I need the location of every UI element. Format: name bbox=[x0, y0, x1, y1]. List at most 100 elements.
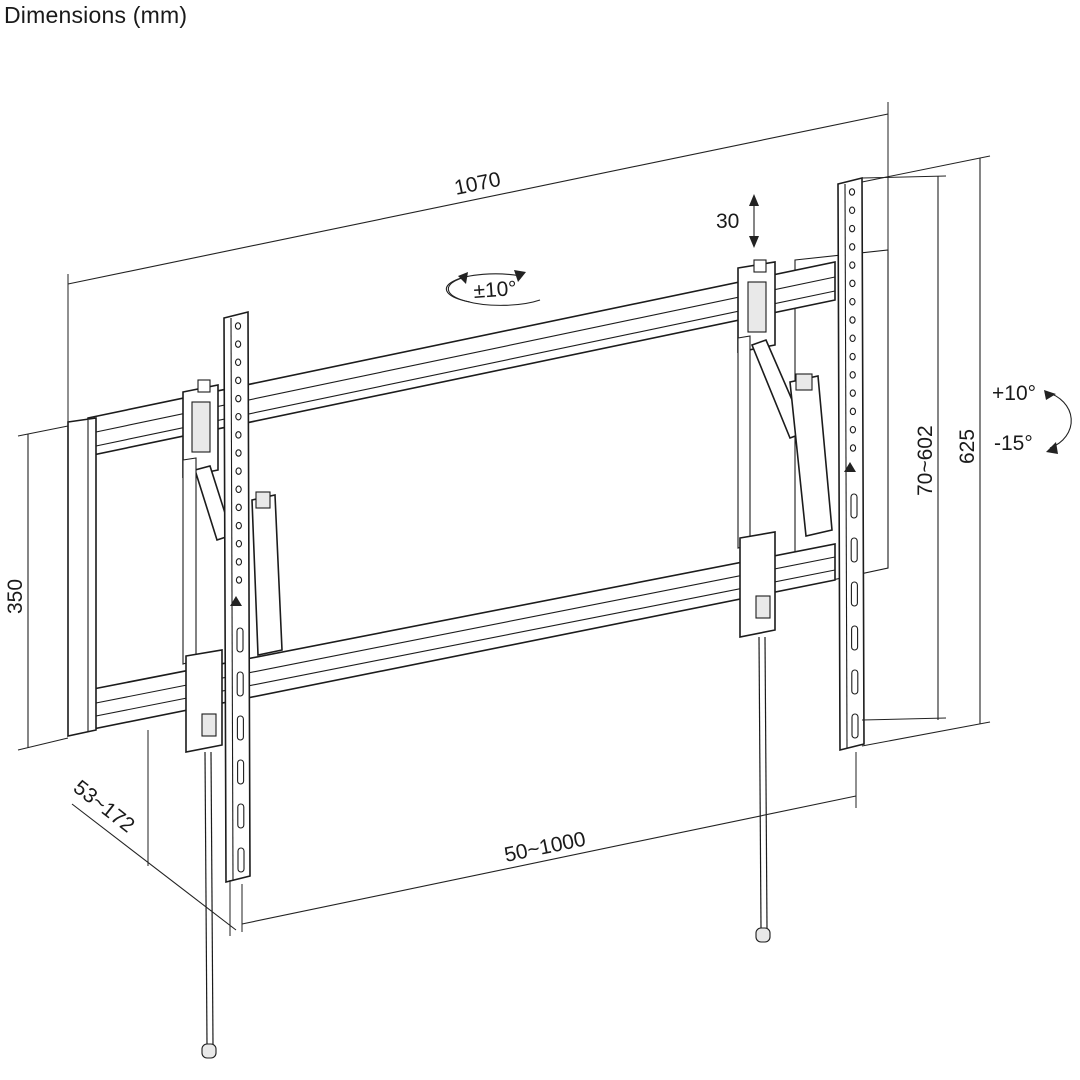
mounting-hole bbox=[848, 206, 856, 215]
dim-frame-height: 350 bbox=[4, 425, 69, 751]
mounting-hole bbox=[849, 425, 857, 434]
right-arm-holes bbox=[848, 188, 857, 452]
mounting-hole bbox=[235, 412, 242, 421]
dim-level-adjust: ±10° bbox=[445, 270, 541, 306]
dim-frame-height-label: 350 bbox=[4, 579, 27, 614]
mounting-hole bbox=[848, 224, 856, 233]
right-lower-hook bbox=[739, 531, 776, 638]
left-tilt-mechanism bbox=[182, 379, 283, 753]
left-cord bbox=[204, 751, 208, 1046]
left-arm-frame bbox=[182, 457, 197, 665]
left-upper-hook-slot bbox=[191, 401, 211, 453]
left-piston-cap bbox=[255, 491, 271, 509]
rotate-arrow-icon bbox=[458, 272, 468, 284]
mounting-hole bbox=[235, 431, 242, 439]
mounting-slot bbox=[851, 713, 859, 739]
mounting-hole bbox=[235, 503, 242, 512]
ext-bottom bbox=[17, 737, 69, 751]
right-cord-inner bbox=[764, 636, 768, 929]
right-arm-frame bbox=[737, 335, 751, 549]
mounting-slot bbox=[237, 803, 245, 829]
mounting-slot bbox=[850, 537, 858, 563]
left-upper-knob bbox=[197, 379, 211, 393]
dim-bracket-height-label: 625 bbox=[956, 429, 979, 464]
left-end-cap bbox=[67, 417, 97, 737]
right-cord-pull bbox=[755, 927, 771, 943]
dim-level-adjust-label: ±10° bbox=[473, 277, 518, 303]
right-vertical-arm bbox=[837, 176, 865, 752]
up-arrow-icon bbox=[844, 462, 856, 472]
top-rail-edge-inner bbox=[95, 290, 836, 447]
mounting-slot bbox=[851, 669, 859, 695]
right-arm-slots bbox=[850, 493, 859, 739]
dim-vesa-vertical-label: 70~602 bbox=[914, 425, 937, 496]
dim-line bbox=[71, 803, 237, 931]
right-upper-hook-slot bbox=[747, 281, 767, 333]
dim-height-adjust: 30 bbox=[716, 194, 759, 248]
mounting-hole bbox=[235, 467, 242, 475]
mounting-hole bbox=[235, 485, 242, 494]
dim-vesa-vertical: 70~602 bbox=[861, 175, 947, 721]
mounting-hole bbox=[849, 261, 856, 269]
left-arm-holes bbox=[234, 322, 243, 584]
wall-plate bbox=[67, 249, 889, 737]
rotate-arrow-icon bbox=[514, 270, 526, 282]
dim-vesa-horizontal: 50~1000 bbox=[241, 752, 857, 932]
mounting-hole bbox=[235, 576, 243, 584]
tilt-arrow-down-icon bbox=[1046, 442, 1058, 454]
dim-bracket-height: 625 bbox=[861, 155, 991, 747]
top-rail-edge bbox=[95, 276, 836, 433]
right-piston-cap bbox=[795, 373, 813, 391]
right-tilt-mechanism bbox=[737, 259, 833, 638]
left-arm-body bbox=[223, 310, 251, 884]
mounting-slot bbox=[236, 715, 244, 741]
dim-tilt-down-label: -15° bbox=[994, 432, 1033, 455]
left-safety-lock bbox=[201, 713, 217, 737]
mounting-hole bbox=[235, 449, 242, 457]
mounting-slot bbox=[850, 493, 858, 519]
mounting-hole bbox=[849, 444, 857, 452]
mounting-hole bbox=[849, 243, 856, 251]
right-cord bbox=[758, 636, 762, 929]
tilt-arrow-up-icon bbox=[1044, 390, 1056, 400]
ext-top bbox=[17, 425, 69, 437]
left-arm-slots bbox=[236, 627, 245, 873]
left-cord-inner bbox=[210, 751, 214, 1046]
mounting-hole bbox=[849, 371, 856, 379]
left-cord-pull bbox=[201, 1043, 217, 1059]
dim-tilt: +10° -15° bbox=[992, 382, 1072, 455]
up-arrow-icon bbox=[230, 596, 242, 606]
mounting-slot bbox=[850, 581, 858, 607]
mounting-hole bbox=[235, 376, 242, 385]
mounting-hole bbox=[235, 539, 243, 548]
left-piston bbox=[251, 494, 283, 656]
right-upper-knob bbox=[753, 259, 767, 273]
arrow-down-icon bbox=[749, 236, 759, 248]
mounting-hole bbox=[235, 521, 242, 530]
mounting-slot bbox=[236, 627, 244, 653]
right-safety-lock bbox=[755, 595, 771, 619]
safety-cords bbox=[201, 636, 771, 1059]
mounting-hole bbox=[849, 297, 856, 306]
mounting-hole bbox=[849, 316, 856, 324]
mounting-slot bbox=[237, 847, 245, 873]
rotate-arc-lower bbox=[445, 273, 521, 303]
left-vertical-arm bbox=[223, 310, 251, 884]
dim-line bbox=[241, 795, 857, 925]
mounting-hole bbox=[849, 407, 857, 416]
mounting-slot bbox=[236, 671, 244, 697]
left-arm-edge bbox=[230, 317, 234, 881]
mounting-hole bbox=[849, 279, 856, 288]
left-lower-hook bbox=[185, 649, 223, 753]
mounting-hole bbox=[235, 558, 243, 566]
mounting-hole bbox=[234, 340, 242, 348]
tilt-arc bbox=[1045, 391, 1072, 449]
ext-bottom bbox=[861, 721, 991, 747]
mounting-hole bbox=[848, 188, 856, 196]
mounting-hole bbox=[849, 352, 856, 361]
dim-line bbox=[67, 113, 889, 285]
ext-top bbox=[861, 175, 947, 179]
dim-tilt-up-label: +10° bbox=[992, 382, 1036, 405]
mounting-hole bbox=[849, 389, 856, 397]
ext-bottom bbox=[861, 717, 947, 721]
